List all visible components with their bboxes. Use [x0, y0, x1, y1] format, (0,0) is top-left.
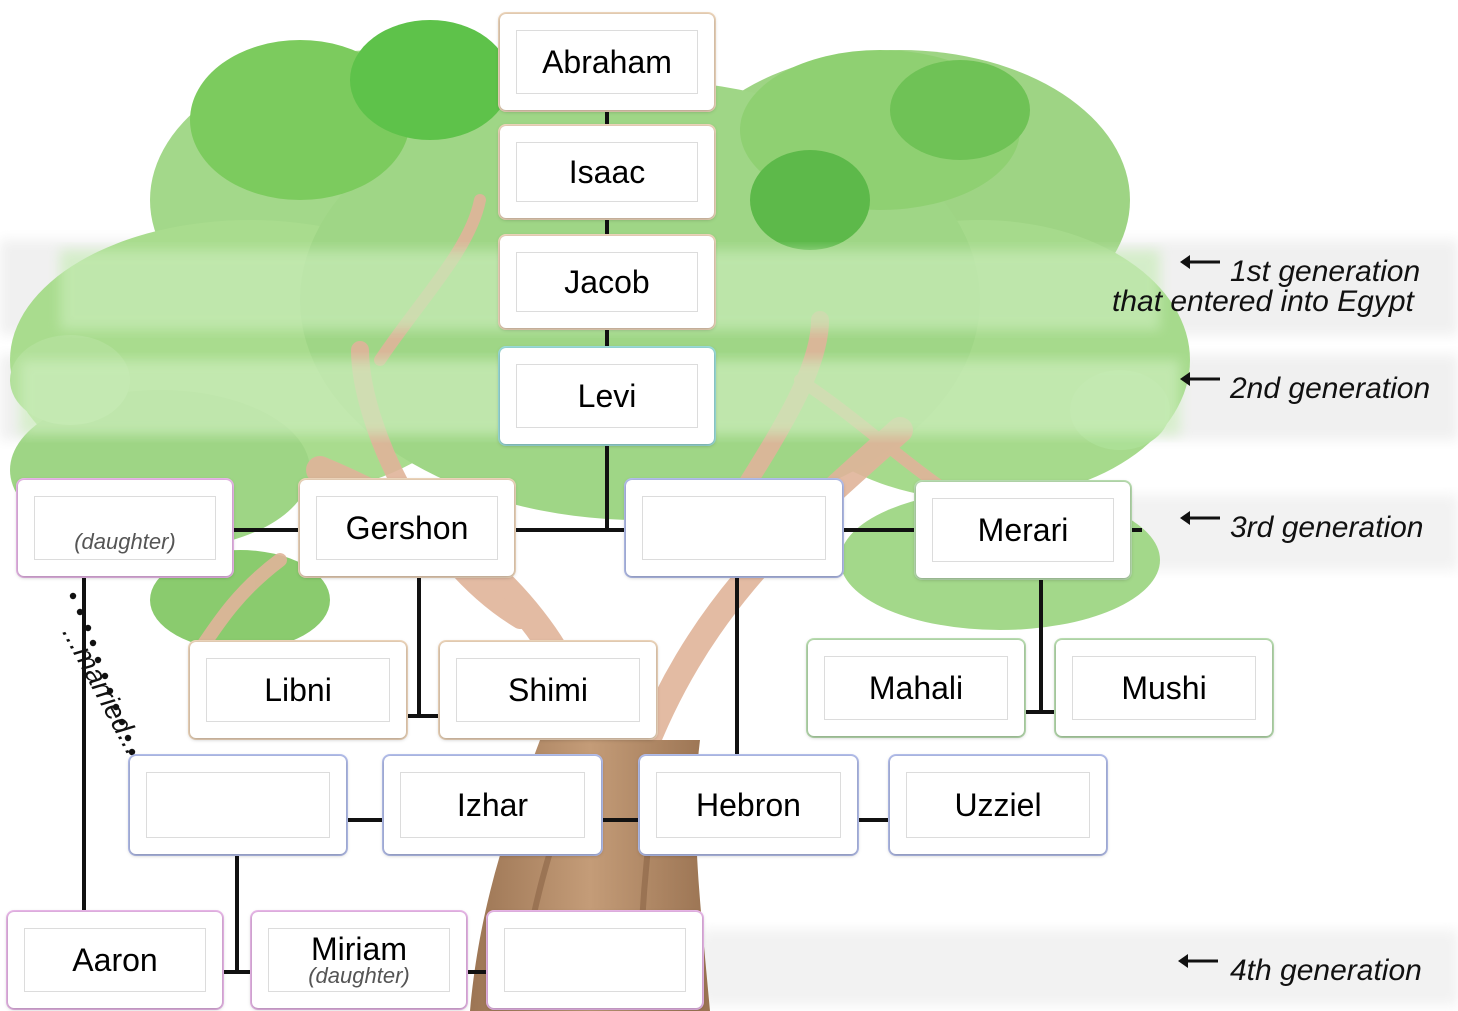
person-name: Hebron — [696, 786, 801, 823]
person-name: Jacob — [564, 263, 650, 300]
person-hebron: Hebron — [640, 756, 857, 854]
generation-label-1st-sub: that entered into Egypt — [1112, 285, 1414, 318]
person-gershon: Gershon — [300, 480, 514, 576]
person-miriam: Miriam (daughter) — [252, 912, 466, 1008]
person-name: Gershon — [345, 509, 469, 546]
person-unnamed-3rd — [626, 480, 842, 576]
person-izhar: Izhar — [384, 756, 601, 854]
person-name: Isaac — [568, 153, 646, 190]
person-abraham: Abraham — [500, 14, 714, 110]
person-jacob: Jacob — [500, 236, 714, 328]
person-name: Abraham — [542, 43, 672, 80]
generation-label-3rd: 3rd generation — [1230, 511, 1424, 544]
arrow-left-icon — [1180, 255, 1220, 269]
miriam-daughter-note: (daughter) — [308, 963, 410, 988]
person-name: Mahali — [868, 669, 964, 706]
person-unnamed-4th — [488, 912, 702, 1008]
daughter-note: (daughter) — [74, 529, 176, 554]
person-daughter-unnamed: (daughter) — [18, 480, 232, 576]
arrow-left-icon — [1180, 511, 1220, 525]
person-levi: Levi — [500, 348, 714, 444]
person-name: Aaron — [72, 941, 158, 978]
person-mahali: Mahali — [808, 640, 1024, 736]
generation-label-2nd: 2nd generation — [1230, 372, 1431, 405]
person-mushi: Mushi — [1056, 640, 1272, 736]
person-name: Merari — [977, 511, 1069, 548]
generation-label-1st: 1st generation — [1230, 255, 1421, 288]
person-merari: Merari — [916, 482, 1130, 578]
person-name: Mushi — [1121, 669, 1207, 706]
person-name: Levi — [577, 377, 637, 414]
person-shimi: Shimi — [440, 642, 656, 738]
person-uzziel: Uzziel — [890, 756, 1106, 854]
arrow-left-icon — [1178, 954, 1218, 968]
person-libni: Libni — [190, 642, 406, 738]
person-name: Shimi — [507, 671, 588, 708]
arrow-left-icon — [1180, 372, 1220, 386]
person-name: Izhar — [456, 786, 529, 823]
person-isaac: Isaac — [500, 126, 714, 218]
person-name: Uzziel — [954, 786, 1042, 823]
person-name: Libni — [264, 671, 332, 708]
person-unnamed-4th-parent — [130, 756, 346, 854]
person-name: Miriam — [311, 931, 407, 967]
person-aaron: Aaron — [8, 912, 222, 1008]
generation-label-4th: 4th generation — [1230, 954, 1422, 987]
